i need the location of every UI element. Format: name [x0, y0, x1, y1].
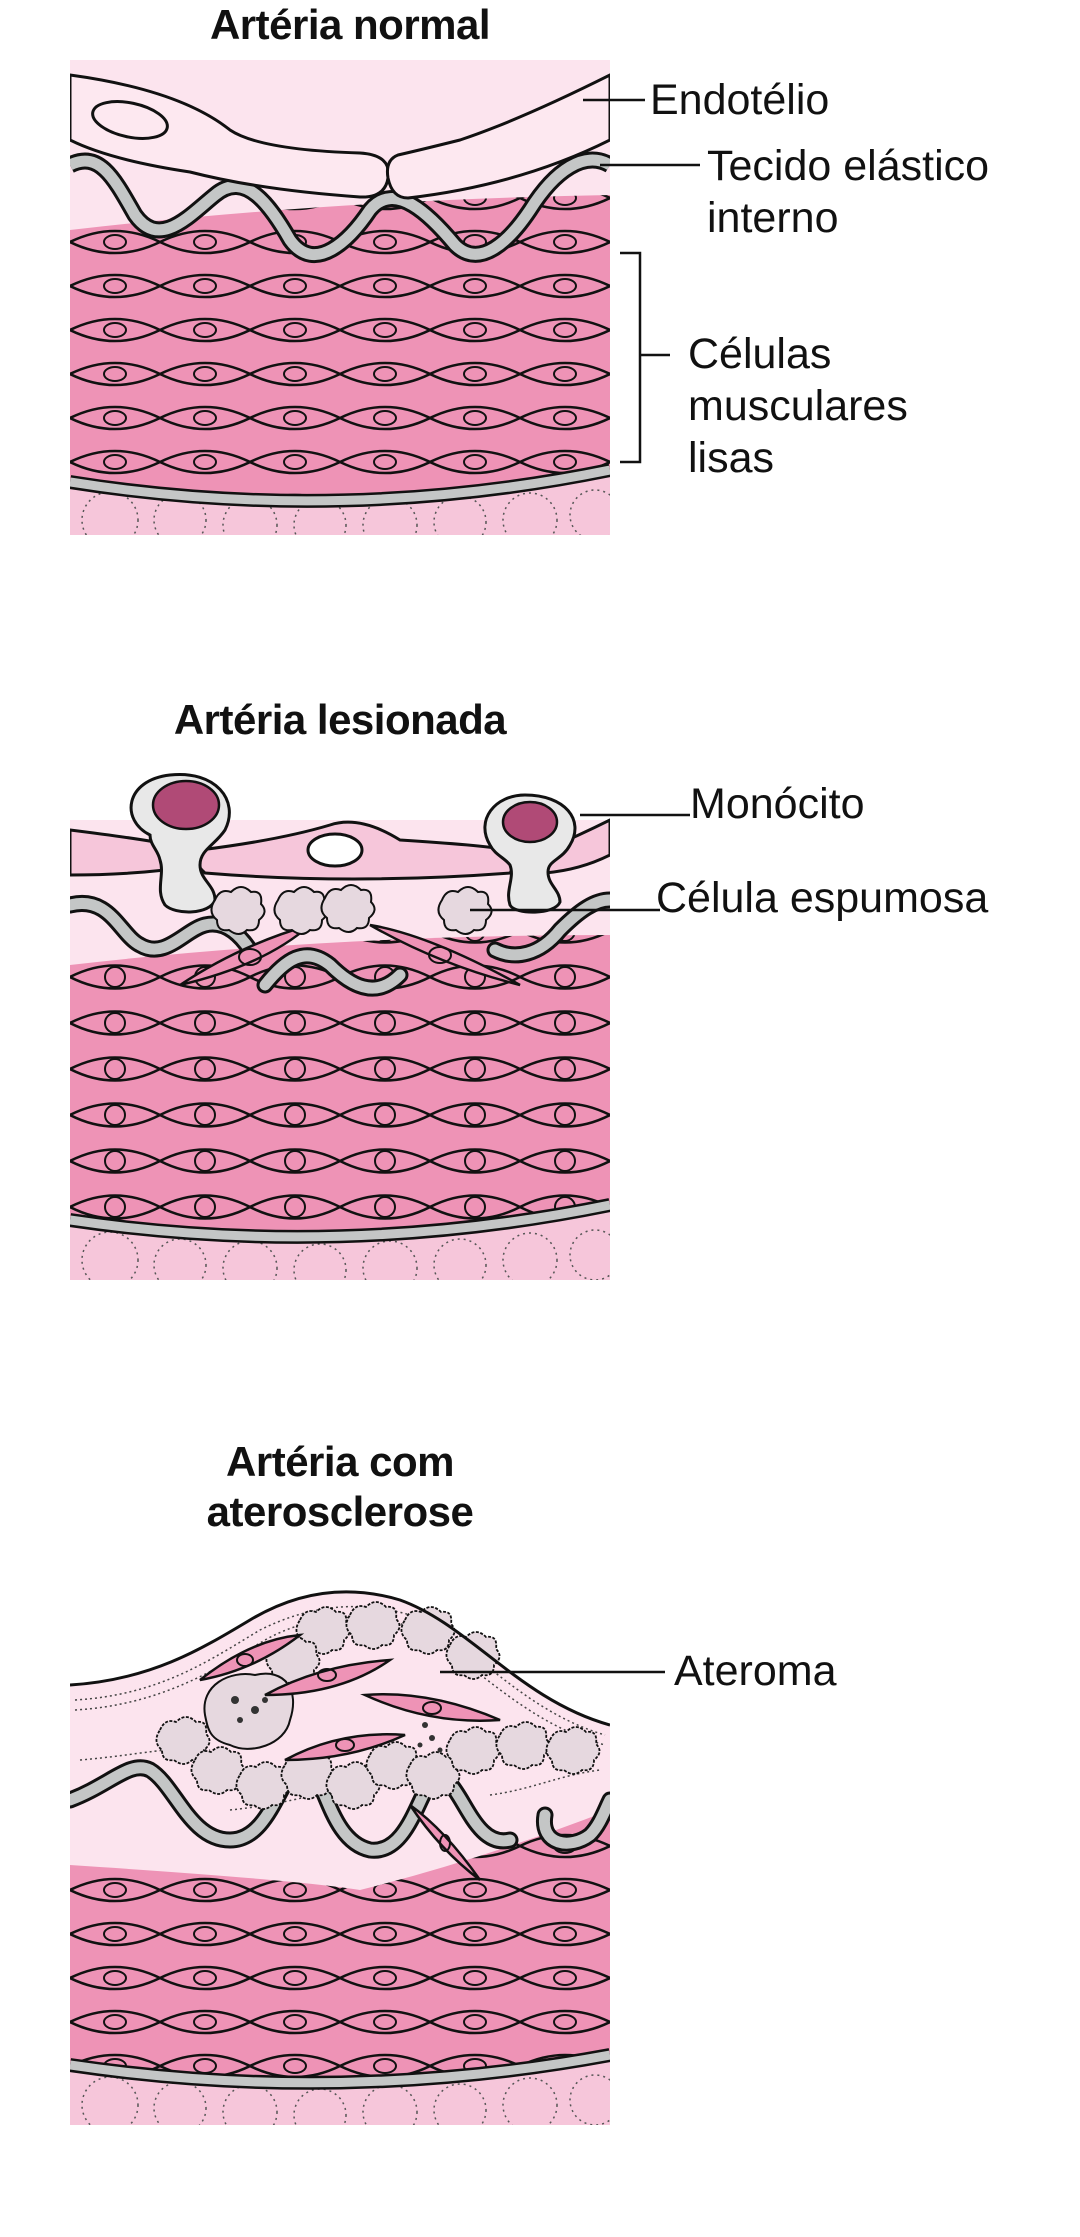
label-smooth-muscle-line1: Células — [688, 330, 832, 378]
monocyte-left — [129, 772, 231, 914]
panel-title-atherosclerotic-artery: Artéria com aterosclerose — [140, 1437, 540, 1537]
label-monocyte: Monócito — [690, 780, 865, 828]
atherosclerotic-artery-illustration — [70, 1590, 665, 2125]
label-smooth-muscle-line3: lisas — [688, 434, 775, 482]
panel-title-normal-artery: Artéria normal — [209, 1, 491, 48]
label-smooth-muscle-cells: Células musculares lisas — [688, 328, 908, 484]
panel-title-injured-artery: Artéria lesionada — [173, 696, 507, 743]
panel-title-line2: aterosclerose — [206, 1488, 474, 1535]
injured-artery-illustration — [70, 772, 690, 1280]
panel-title-line1: Artéria com — [226, 1438, 454, 1485]
monocyte-right — [483, 793, 577, 914]
label-endothelium: Endotélio — [650, 76, 830, 124]
normal-artery-illustration — [70, 60, 700, 535]
label-internal-elastic-line2: interno — [707, 194, 839, 242]
label-internal-elastic-line1: Tecido elástico — [707, 142, 990, 190]
label-smooth-muscle-line2: musculares — [688, 382, 908, 430]
label-foam-cell: Célula espumosa — [656, 874, 989, 922]
label-atheroma: Ateroma — [674, 1647, 837, 1695]
label-internal-elastic-tissue: Tecido elástico interno — [707, 140, 989, 244]
